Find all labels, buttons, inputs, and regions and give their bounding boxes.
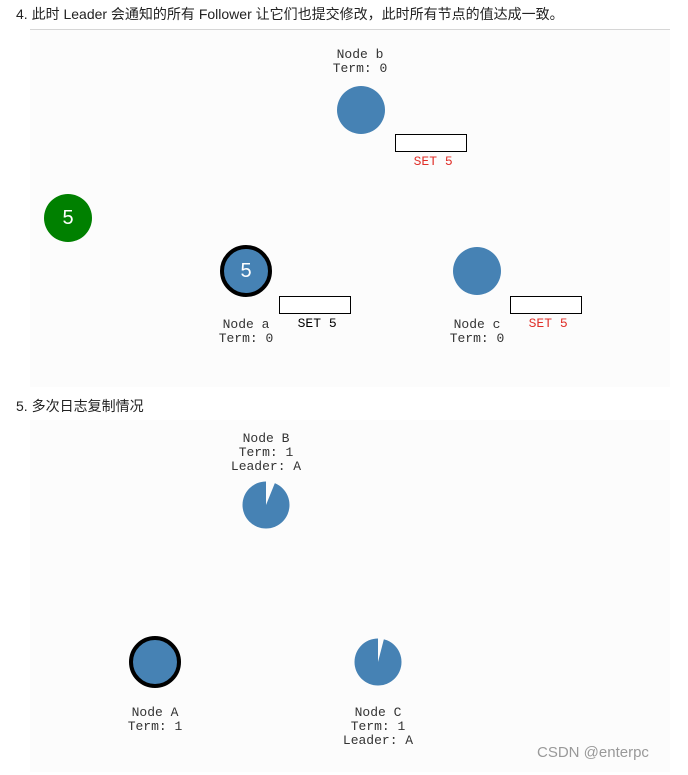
node-B-name: Node B (242, 431, 290, 446)
section-heading-multi-replication: 5. 多次日志复制情况 (16, 398, 144, 414)
node-B-timeout-gap (266, 480, 275, 505)
node-C-leader: Leader: A (342, 733, 414, 748)
divider (30, 29, 670, 30)
node-b-name: Node b (336, 47, 384, 62)
node-C-name: Node C (354, 705, 402, 720)
node-c-label: Node c Term: 0 (407, 318, 547, 346)
csdn-watermark: CSDN @enterpc (537, 744, 649, 761)
node-C-label: Node C Term: 1 Leader: A (308, 706, 448, 748)
message-set-from-node-a: SET 5 (279, 296, 351, 331)
node-C-timeout-gap (378, 638, 384, 662)
message-set-to-node-c: SET 5 (510, 296, 582, 331)
node-B-leader: Leader: A (230, 459, 302, 474)
node-a-label: Node a Term: 0 (176, 318, 316, 346)
client[interactable]: 5 (44, 194, 92, 242)
message-set-to-node-c-text: SET 5 (528, 316, 568, 331)
node-C[interactable] (354, 638, 402, 686)
raft-diagram-replication (30, 420, 670, 772)
node-a-term: Term: 0 (218, 331, 274, 346)
node-c[interactable] (453, 247, 501, 295)
message-set-to-node-b-text: SET 5 (413, 154, 453, 169)
node-a-value: 5 (240, 259, 252, 282)
node-A-name: Node A (131, 705, 179, 720)
node-a-name: Node a (222, 317, 270, 332)
node-B-label: Node B Term: 1 Leader: A (196, 432, 336, 474)
message-set-to-node-b: SET 5 (395, 134, 467, 169)
node-A-term: Term: 1 (127, 719, 183, 734)
raft-diagram-commit (30, 30, 670, 387)
node-A-leader[interactable] (129, 636, 181, 688)
node-b[interactable] (337, 86, 385, 134)
node-C-term: Term: 1 (350, 719, 406, 734)
node-b-label: Node b Term: 0 (290, 48, 430, 76)
node-B[interactable] (242, 480, 290, 529)
node-B-term: Term: 1 (238, 445, 294, 460)
node-a-leader[interactable]: 5 (220, 245, 272, 297)
node-c-name: Node c (453, 317, 501, 332)
node-A-label: Node A Term: 1 (85, 706, 225, 734)
message-set-from-node-a-text: SET 5 (297, 316, 337, 331)
node-c-term: Term: 0 (449, 331, 505, 346)
node-b-term: Term: 0 (332, 61, 388, 76)
client-value: 5 (62, 206, 74, 229)
section-heading-log-commit: 4. 此时 Leader 会通知的所有 Follower 让它们也提交修改，此时… (16, 6, 564, 22)
